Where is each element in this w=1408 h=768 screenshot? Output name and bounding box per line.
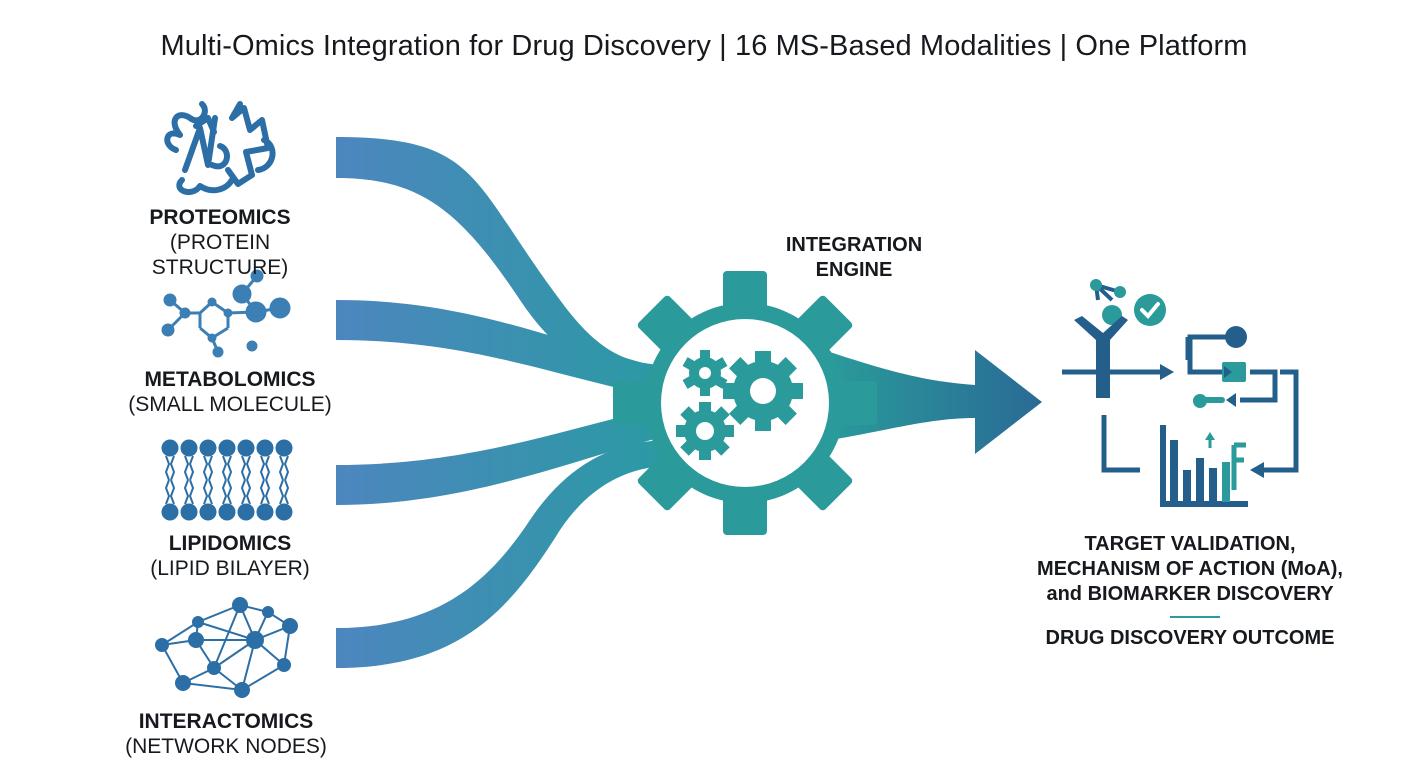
small-molecule-icon bbox=[161, 269, 291, 358]
stream-interactomics bbox=[336, 440, 670, 668]
modality-name: PROTEOMICS bbox=[149, 206, 291, 229]
protein-structure-icon bbox=[164, 101, 276, 195]
label-interactomics: INTERACTOMICS (NETWORK NODES) bbox=[106, 709, 346, 759]
modality-name: INTERACTOMICS bbox=[138, 710, 314, 733]
label-lipidomics: LIPIDOMICS (LIPID BILAYER) bbox=[110, 531, 350, 581]
integration-engine-label: INTEGRATION ENGINE bbox=[744, 233, 964, 283]
outcome-line-3: and BIOMARKER DISCOVERY bbox=[1046, 583, 1334, 605]
modality-detail: (NETWORK NODES) bbox=[125, 735, 327, 758]
drug-discovery-workflow-icon bbox=[1062, 279, 1299, 507]
output-arrow bbox=[830, 350, 1042, 454]
modality-detail: (LIPID BILAYER) bbox=[150, 557, 310, 580]
modality-name: METABOLOMICS bbox=[144, 368, 316, 391]
modality-detail: (PROTEIN STRUCTURE) bbox=[151, 231, 289, 279]
outcome-line-2: MECHANISM OF ACTION (MoA), bbox=[1037, 558, 1343, 580]
input-streams bbox=[336, 137, 670, 668]
stream-lipidomics bbox=[336, 405, 670, 505]
outcome-caption: DRUG DISCOVERY OUTCOME bbox=[1045, 627, 1335, 649]
stream-proteomics bbox=[336, 137, 670, 390]
modality-detail: (SMALL MOLECULE) bbox=[128, 393, 332, 416]
outcome-line-1: TARGET VALIDATION, bbox=[1084, 533, 1296, 555]
engine-line-1: INTEGRATION bbox=[785, 234, 923, 256]
modality-name: LIPIDOMICS bbox=[168, 532, 292, 555]
integration-gear bbox=[613, 271, 877, 535]
outcome-divider bbox=[1170, 616, 1220, 618]
outcome-description: TARGET VALIDATION, MECHANISM OF ACTION (… bbox=[1020, 532, 1360, 607]
stream-metabolomics bbox=[336, 300, 670, 400]
gear-icon bbox=[676, 350, 803, 460]
network-nodes-icon bbox=[155, 597, 298, 698]
label-metabolomics: METABOLOMICS (SMALL MOLECULE) bbox=[110, 367, 350, 417]
engine-line-2: ENGINE bbox=[815, 259, 893, 281]
lipid-bilayer-icon bbox=[161, 439, 293, 521]
label-proteomics: PROTEOMICS (PROTEIN STRUCTURE) bbox=[100, 205, 340, 280]
page-title: Multi-Omics Integration for Drug Discove… bbox=[160, 30, 1248, 62]
